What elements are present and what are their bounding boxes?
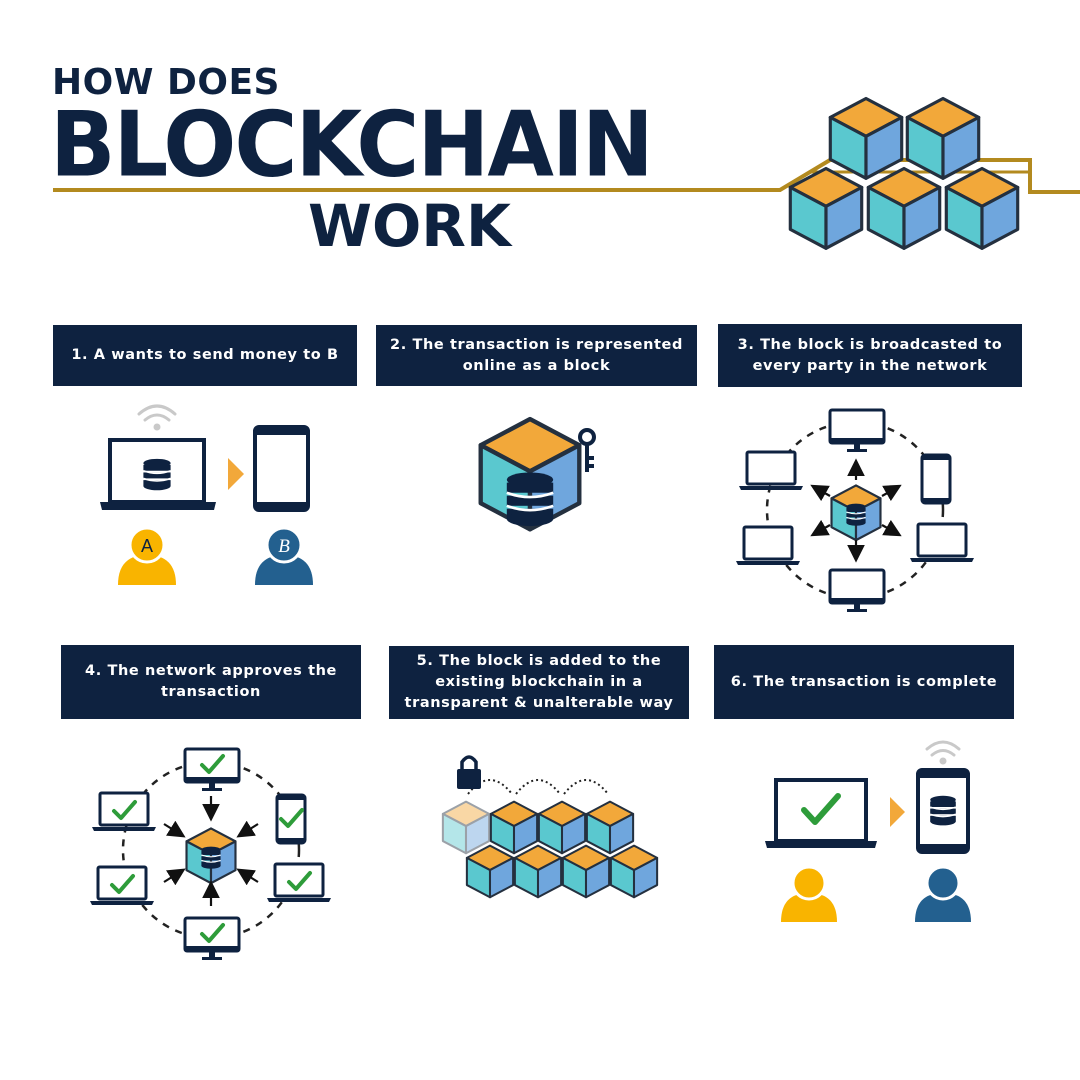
step-2-art: [481, 419, 596, 529]
laptop-icon: [734, 525, 802, 567]
wifi-icon: [925, 740, 961, 765]
database-icon: [505, 471, 555, 528]
database-icon: [929, 795, 957, 827]
title-cubes: [788, 96, 1020, 250]
cube-icon: [489, 800, 539, 855]
step-6-label: 6. The transaction is complete: [730, 673, 998, 690]
cube-icon: [585, 800, 635, 855]
arrow-icon: [228, 458, 244, 490]
approve-arrows: [163, 796, 259, 906]
checkmark-icon: [801, 793, 841, 825]
person-icon: B: [255, 526, 313, 585]
step-4-label: 4. The network approves the transaction: [85, 663, 337, 700]
step-1-art: A B: [100, 404, 313, 585]
laptop-icon: [737, 450, 805, 492]
cube-icon: [513, 844, 563, 899]
person-a-label: A: [141, 536, 153, 556]
lock-icon: [457, 755, 481, 789]
step-6-box: 6. The transaction is complete: [714, 645, 1014, 719]
monitor-icon: [828, 568, 886, 614]
step-1-label: 1. A wants to send money to B: [71, 347, 339, 363]
person-icon: [781, 865, 837, 922]
step-4-box: 4. The network approves the transaction: [61, 645, 361, 719]
cube-icon: [185, 827, 237, 885]
database-icon: [142, 458, 172, 492]
step-2-box: 2. The transaction is represented online…: [376, 325, 697, 386]
laptop-icon: [908, 522, 976, 564]
laptop-icon: [765, 778, 877, 848]
step-5-box: 5. The block is added to the existing bl…: [389, 646, 689, 719]
cube-icon: [537, 800, 587, 855]
step-5-art: [441, 755, 659, 899]
title-how-does: HOW DOES: [52, 62, 280, 103]
step-1-box: 1. A wants to send money to B: [53, 325, 357, 386]
person-icon: [915, 865, 971, 922]
step-5-label: 5. The block is added to the existing bl…: [404, 653, 674, 711]
title-work: WORK: [308, 192, 511, 260]
step-3-art: [734, 408, 976, 614]
step-4-art: [88, 747, 333, 962]
laptop-icon: [100, 438, 216, 510]
broadcast-arrows: [810, 458, 902, 563]
database-icon: [200, 846, 222, 870]
cube-icon: [830, 484, 882, 542]
key-icon: [578, 428, 596, 472]
person-icon: A: [118, 526, 176, 585]
person-b-label: B: [278, 536, 290, 557]
arrow-icon: [890, 797, 905, 827]
title-blockchain: BLOCKCHAIN: [50, 92, 654, 198]
step-2-label: 2. The transaction is represented online…: [390, 336, 683, 374]
cube-icon: [609, 844, 659, 899]
cube-icon: [465, 844, 515, 899]
phone-icon: [920, 453, 952, 505]
tablet-icon: [253, 425, 310, 512]
monitor-icon: [828, 408, 886, 454]
step-6-art: [765, 740, 971, 922]
wifi-icon: [137, 404, 177, 431]
step-3-box: 3. The block is broadcasted to every par…: [718, 324, 1022, 387]
cube-icon: [561, 844, 611, 899]
step-3-label: 3. The block is broadcasted to every par…: [737, 336, 1003, 374]
database-icon: [845, 503, 867, 527]
